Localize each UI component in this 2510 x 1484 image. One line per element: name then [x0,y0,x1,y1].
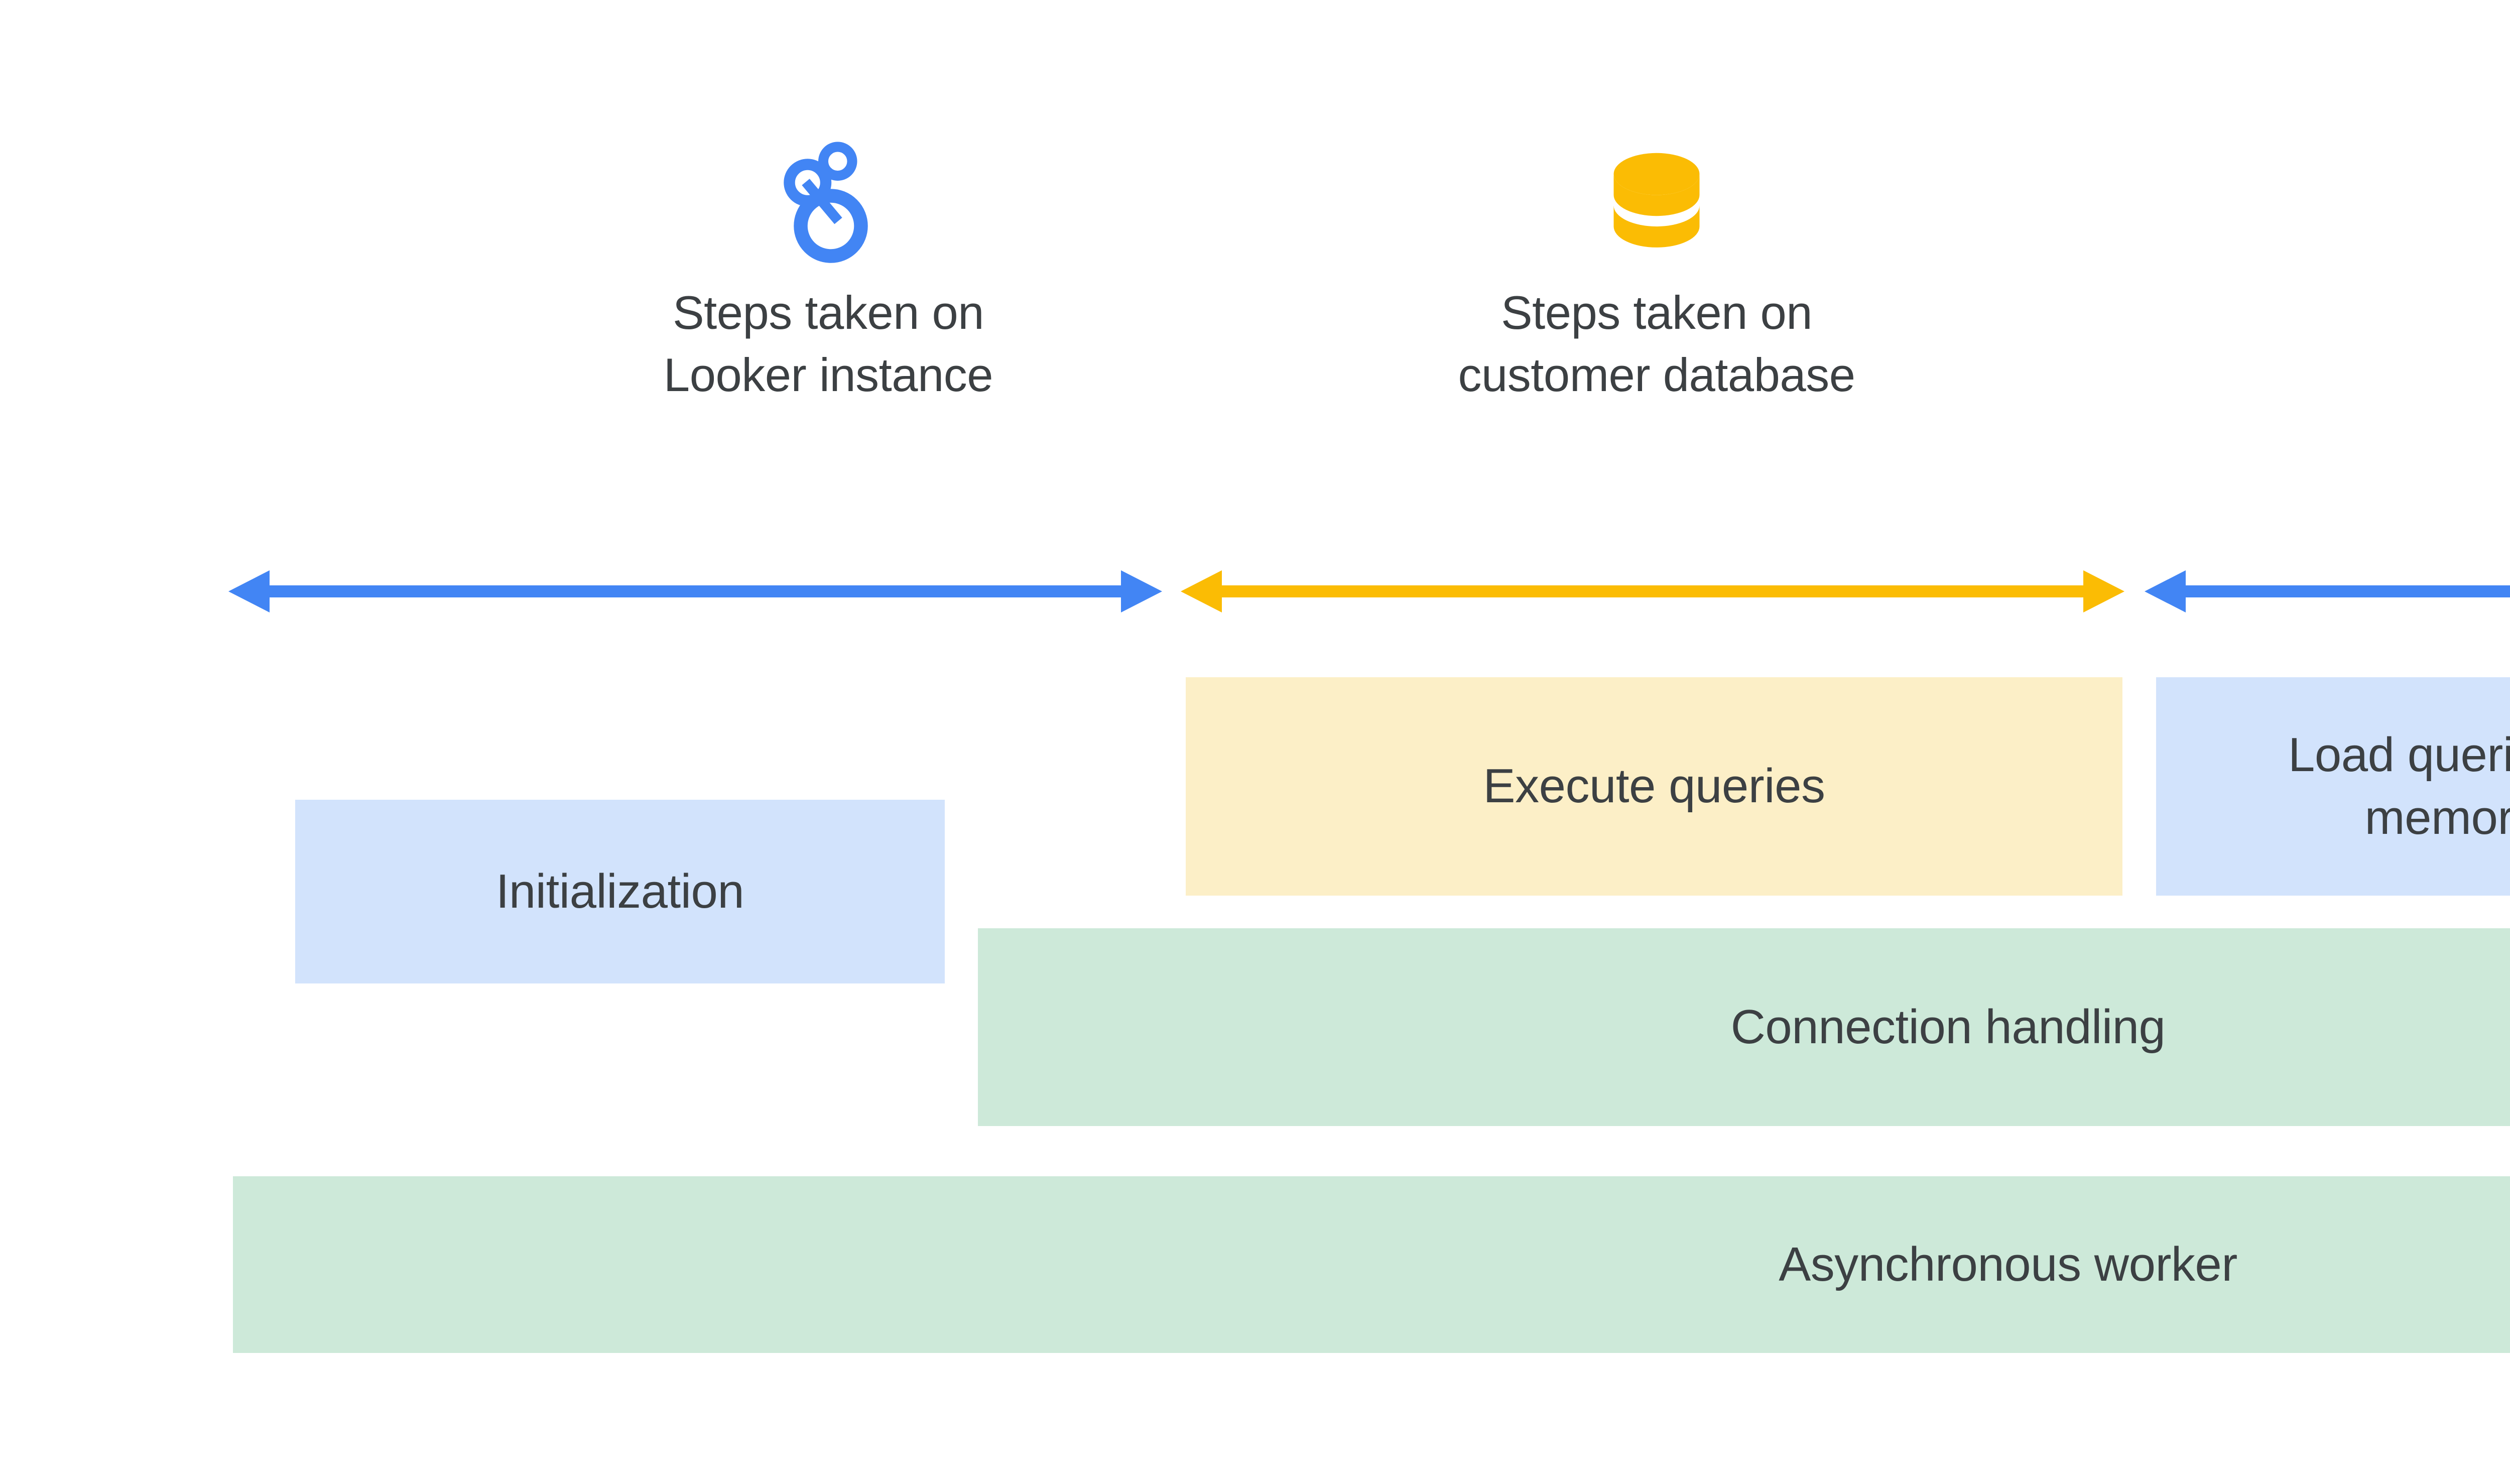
group-caption-looker-left: Steps taken on Looker instance [663,286,993,402]
group-header-looker-left: Steps taken on Looker instance [552,141,1104,406]
looker-logo-icon [781,141,876,269]
block-asynchronous-worker[interactable]: Asynchronous worker [233,1176,2510,1353]
block-label-load-queries-in-memory: Load queries in memory [2288,727,2510,844]
span-arrow-customer-database [1181,551,2124,632]
span-arrow-looker-right [2145,551,2510,632]
span-arrow-looker-left [228,551,1162,632]
block-connection-handling[interactable]: Connection handling [978,928,2510,1126]
database-icon [1609,151,1704,269]
block-label-asynchronous-worker: Asynchronous worker [1779,1237,2237,1291]
group-caption-customer-database: Steps taken on customer database [1458,286,1855,402]
block-initialization[interactable]: Initialization [295,800,945,983]
block-label-initialization: Initialization [495,864,744,918]
block-load-queries-in-memory[interactable]: Load queries in memory [2156,677,2510,896]
block-execute-queries[interactable]: Execute queries [1186,677,2122,896]
group-header-customer-database: Steps taken on customer database [1380,151,1933,406]
block-label-connection-handling: Connection handling [1730,1000,2166,1054]
block-label-execute-queries: Execute queries [1483,759,1825,813]
